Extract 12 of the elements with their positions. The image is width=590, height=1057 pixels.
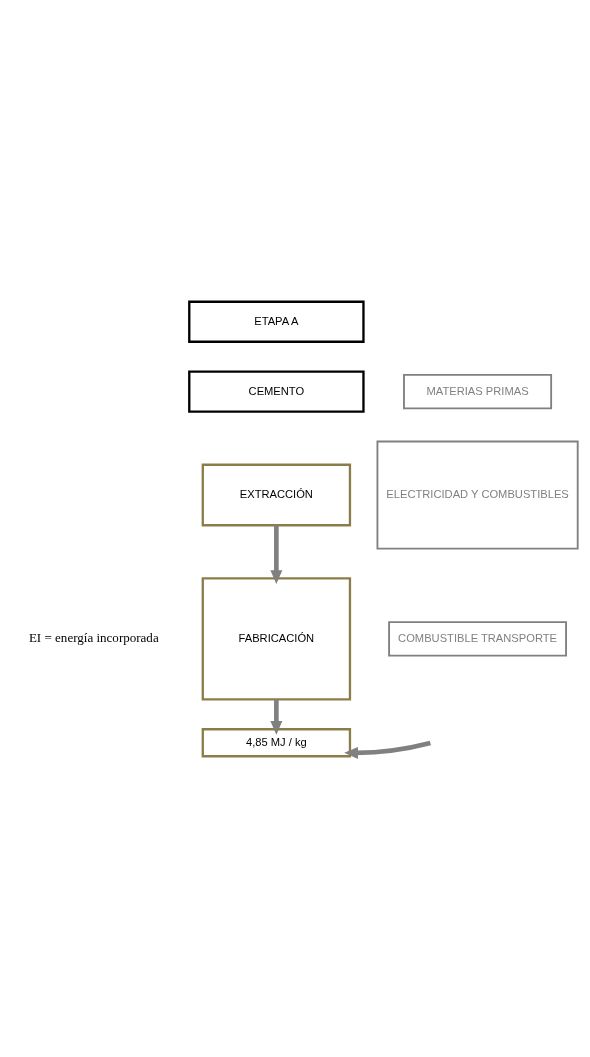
arrow [344,740,431,759]
label: EI = energía incorporada [28,629,159,645]
node-box: ETAPA A [188,300,365,343]
node-box: EXTRACCIÓN [201,463,352,526]
node-box: MATERIAS PRIMAS [403,373,553,409]
node-box: CEMENTO [188,369,365,413]
node-box: ELECTRICIDAD Y COMBUSTIBLES [376,440,579,549]
arrow [270,698,283,735]
node-box: FABRICACIÓN [201,576,352,701]
node-box: 4,85 MJ / kg [201,727,352,757]
node-box: COMBUSTIBLE TRANSPORTE [388,620,567,657]
arrow [270,524,283,584]
